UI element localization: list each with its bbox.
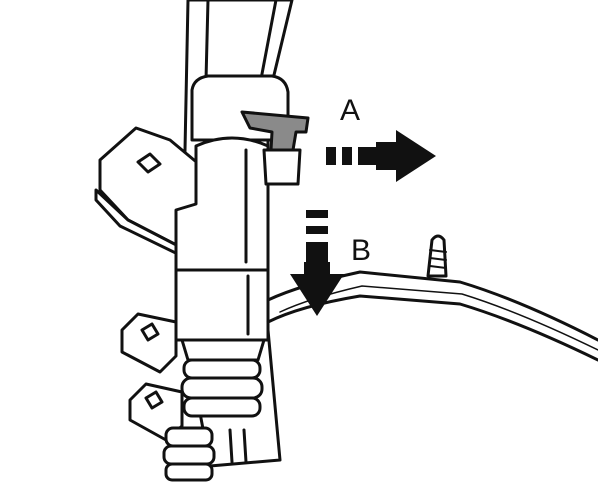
rail-rib-2 bbox=[242, 428, 248, 464]
nozzle-collar bbox=[180, 338, 266, 362]
injector-band bbox=[174, 268, 270, 342]
arrow-a-dash-3 bbox=[358, 147, 376, 165]
callout-label-a: A bbox=[340, 94, 361, 127]
lower-injector-ring-3 bbox=[164, 462, 214, 482]
arrow-down-dashed-icon bbox=[290, 210, 344, 316]
o-ring-2 bbox=[180, 376, 264, 400]
o-ring-1 bbox=[182, 358, 262, 380]
arrow-b-dash-1 bbox=[306, 210, 328, 218]
arrow-a-head bbox=[376, 130, 436, 182]
lower-bracket-2-hole bbox=[144, 390, 164, 410]
arrow-a-dash-2 bbox=[342, 147, 352, 165]
retaining-clip-arm bbox=[262, 148, 302, 186]
lower-injector-ring-1 bbox=[164, 426, 214, 448]
arrow-a-dash-1 bbox=[326, 147, 336, 165]
lower-bracket-2 bbox=[128, 382, 184, 442]
o-ring-3 bbox=[182, 396, 262, 418]
lower-bracket-hole bbox=[140, 322, 160, 342]
arrow-b-head bbox=[290, 262, 344, 316]
lower-injector-ring-2 bbox=[162, 444, 216, 466]
upper-bracket-hole bbox=[136, 152, 162, 174]
lower-bracket bbox=[120, 312, 178, 374]
fitting-threads bbox=[429, 249, 447, 269]
callout-label-b: B bbox=[351, 234, 372, 267]
arrow-b-dash-2 bbox=[306, 226, 328, 234]
rail-rib bbox=[228, 428, 234, 464]
fuel-line-outer bbox=[266, 270, 598, 342]
fuel-line-inner bbox=[266, 294, 598, 362]
fuel-line-centerline bbox=[279, 285, 598, 351]
fitting-stem bbox=[426, 234, 448, 278]
arrow-b-dash-3 bbox=[306, 242, 328, 264]
arrow-right-dashed-icon bbox=[326, 130, 436, 182]
